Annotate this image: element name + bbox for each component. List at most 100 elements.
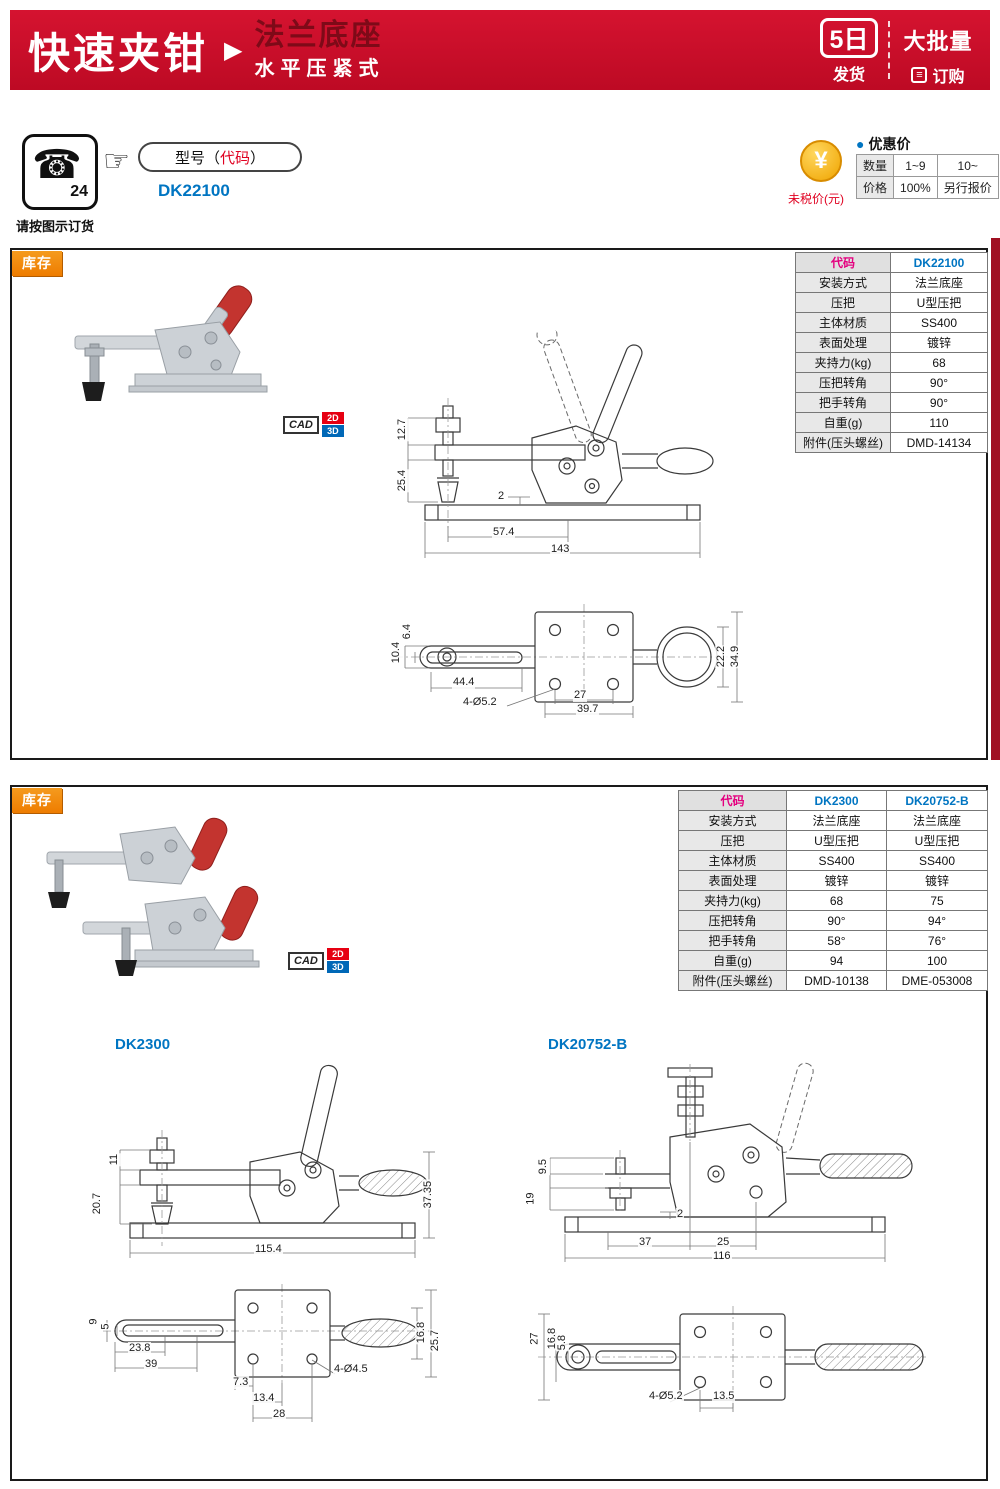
order-label: 订购 [932, 69, 965, 86]
spec-value: SS400 [886, 850, 988, 871]
spec-value: DMD-14134 [890, 432, 988, 453]
product-photo-dk22100 [74, 285, 268, 401]
spec-label: 把手转角 [795, 392, 891, 413]
dimension-label: 20.7 [91, 1191, 105, 1216]
page-subtitle: 法兰底座 水平压紧式 [254, 19, 384, 81]
cad-2d-link[interactable]: 2D [321, 412, 344, 424]
spec-value: SS400 [890, 312, 988, 333]
spec-label: 压把转角 [795, 372, 891, 393]
ship-days-badge: 5日 [820, 18, 878, 58]
spec-label: 表面处理 [678, 870, 787, 891]
spec-value: 100 [886, 950, 988, 971]
spec-value: 90° [890, 372, 988, 393]
spec-label: 压把 [795, 292, 891, 313]
page-title: 快速夹钳 [28, 29, 209, 77]
dimension-label: 37 [638, 1236, 653, 1250]
cad-link[interactable]: CAD [283, 415, 319, 434]
dimension-label: 4-Ø5.2 [648, 1390, 684, 1404]
dimension-label: 12.7 [396, 417, 410, 442]
ship-label: 发货 [832, 67, 865, 84]
dimension-label: 28 [272, 1408, 287, 1422]
table-row: 代码 DK2300 DK20752-B [678, 790, 988, 811]
dimension-label: 116 [712, 1250, 732, 1264]
dimension-label: 25 [716, 1236, 731, 1250]
cad-2d3d-badges: 2D 3D [326, 948, 349, 973]
cad-badge-row: CAD 2D 3D [283, 412, 344, 437]
dimension-label: 27 [528, 1331, 542, 1346]
spec-value: SS400 [786, 850, 887, 871]
spec-value: 76° [886, 930, 988, 951]
dimension-label: 5.8 [556, 1333, 570, 1352]
qty-header: 数量 [855, 154, 895, 177]
arrow-right-icon: ▶ [224, 36, 243, 64]
spec-model-1: DK2300 [786, 790, 887, 811]
dimension-label: 13.4 [252, 1392, 276, 1406]
cad-3d-link[interactable]: 3D [326, 961, 349, 973]
dot-icon: ● [856, 136, 865, 152]
spec-model-2: DK20752-B [886, 790, 988, 811]
discount-price-table: 数量 1~9 10~ 价格 100% 另行报价 [855, 154, 999, 199]
product-photo-dk2300-group [46, 817, 260, 976]
spec-value: 90° [890, 392, 988, 413]
cad-2d-link[interactable]: 2D [326, 948, 349, 960]
dimension-label: 10.4 [390, 640, 404, 665]
dimension-label: 4-Ø4.5 [333, 1363, 369, 1377]
drawing-dk22100-top [395, 604, 743, 718]
spec-value: 法兰底座 [890, 272, 988, 293]
dimension-label: 39.7 [576, 703, 600, 717]
cad-3d-link[interactable]: 3D [321, 425, 344, 437]
price-value-2: 另行报价 [936, 176, 999, 199]
price-value-1: 100% [893, 176, 938, 199]
spec-label: 压把转角 [678, 910, 787, 931]
spec-value: DMD-10138 [786, 970, 887, 991]
hand-pointer-icon: ☞ [103, 145, 130, 178]
dimension-label: 5 [99, 1322, 113, 1331]
table-row: 表面处理镀锌 [795, 332, 988, 353]
stock-badge: 库存 [12, 788, 62, 813]
drawing-dk20752b-top [538, 1306, 926, 1412]
table-row: 安装方式法兰底座 [795, 272, 988, 293]
dimension-label: 22.2 [715, 644, 729, 669]
spec-value: 镀锌 [886, 870, 988, 891]
spec-label: 主体材质 [678, 850, 787, 871]
spec-value: 58° [786, 930, 887, 951]
shipping-badge: 5日 发货 [820, 18, 878, 85]
dimension-label: 19 [524, 1191, 538, 1206]
dimension-label: 2 [676, 1208, 685, 1222]
drawing-title-dk2300: DK2300 [115, 1036, 171, 1053]
dimension-label: 27 [573, 689, 588, 703]
drawing-dk20752b-front [549, 1062, 913, 1262]
tax-note: 未税价(元) [788, 192, 844, 206]
discount-price-title: ●优惠价 [856, 134, 910, 154]
spec-value: 法兰底座 [886, 810, 988, 831]
spec-value: DME-053008 [886, 970, 988, 991]
spec-value: U型压把 [886, 830, 988, 851]
spec-label: 压把 [678, 830, 787, 851]
dimension-label: 7.3 [232, 1376, 250, 1390]
order-label-row: ≡ 订购 [896, 63, 980, 87]
header-divider [888, 21, 890, 79]
dimension-label: 57.4 [492, 526, 516, 540]
spec-value: U型压把 [786, 830, 887, 851]
drawing-title-dk20752b: DK20752-B [548, 1036, 628, 1053]
table-row: 自重(g)110 [795, 412, 988, 433]
dimension-label: 4-Ø5.2 [462, 696, 498, 710]
dimension-label: 143 [550, 543, 571, 557]
table-row: 数量 1~9 10~ [855, 154, 999, 177]
spec-value: 94 [786, 950, 887, 971]
model-label-code: 代码 [219, 149, 250, 167]
cad-link[interactable]: CAD [288, 951, 324, 970]
drawing-dk2300-front [119, 1064, 435, 1258]
price-header: 价格 [855, 176, 895, 199]
dimension-label: 25.4 [396, 468, 410, 493]
table-row: 代码 DK22100 [795, 252, 988, 273]
drawing-dk22100-front [407, 330, 714, 558]
spec-value: 110 [890, 412, 988, 433]
dimension-label: 115.4 [254, 1243, 283, 1257]
spec-label: 附件(压头螺丝) [678, 970, 787, 991]
